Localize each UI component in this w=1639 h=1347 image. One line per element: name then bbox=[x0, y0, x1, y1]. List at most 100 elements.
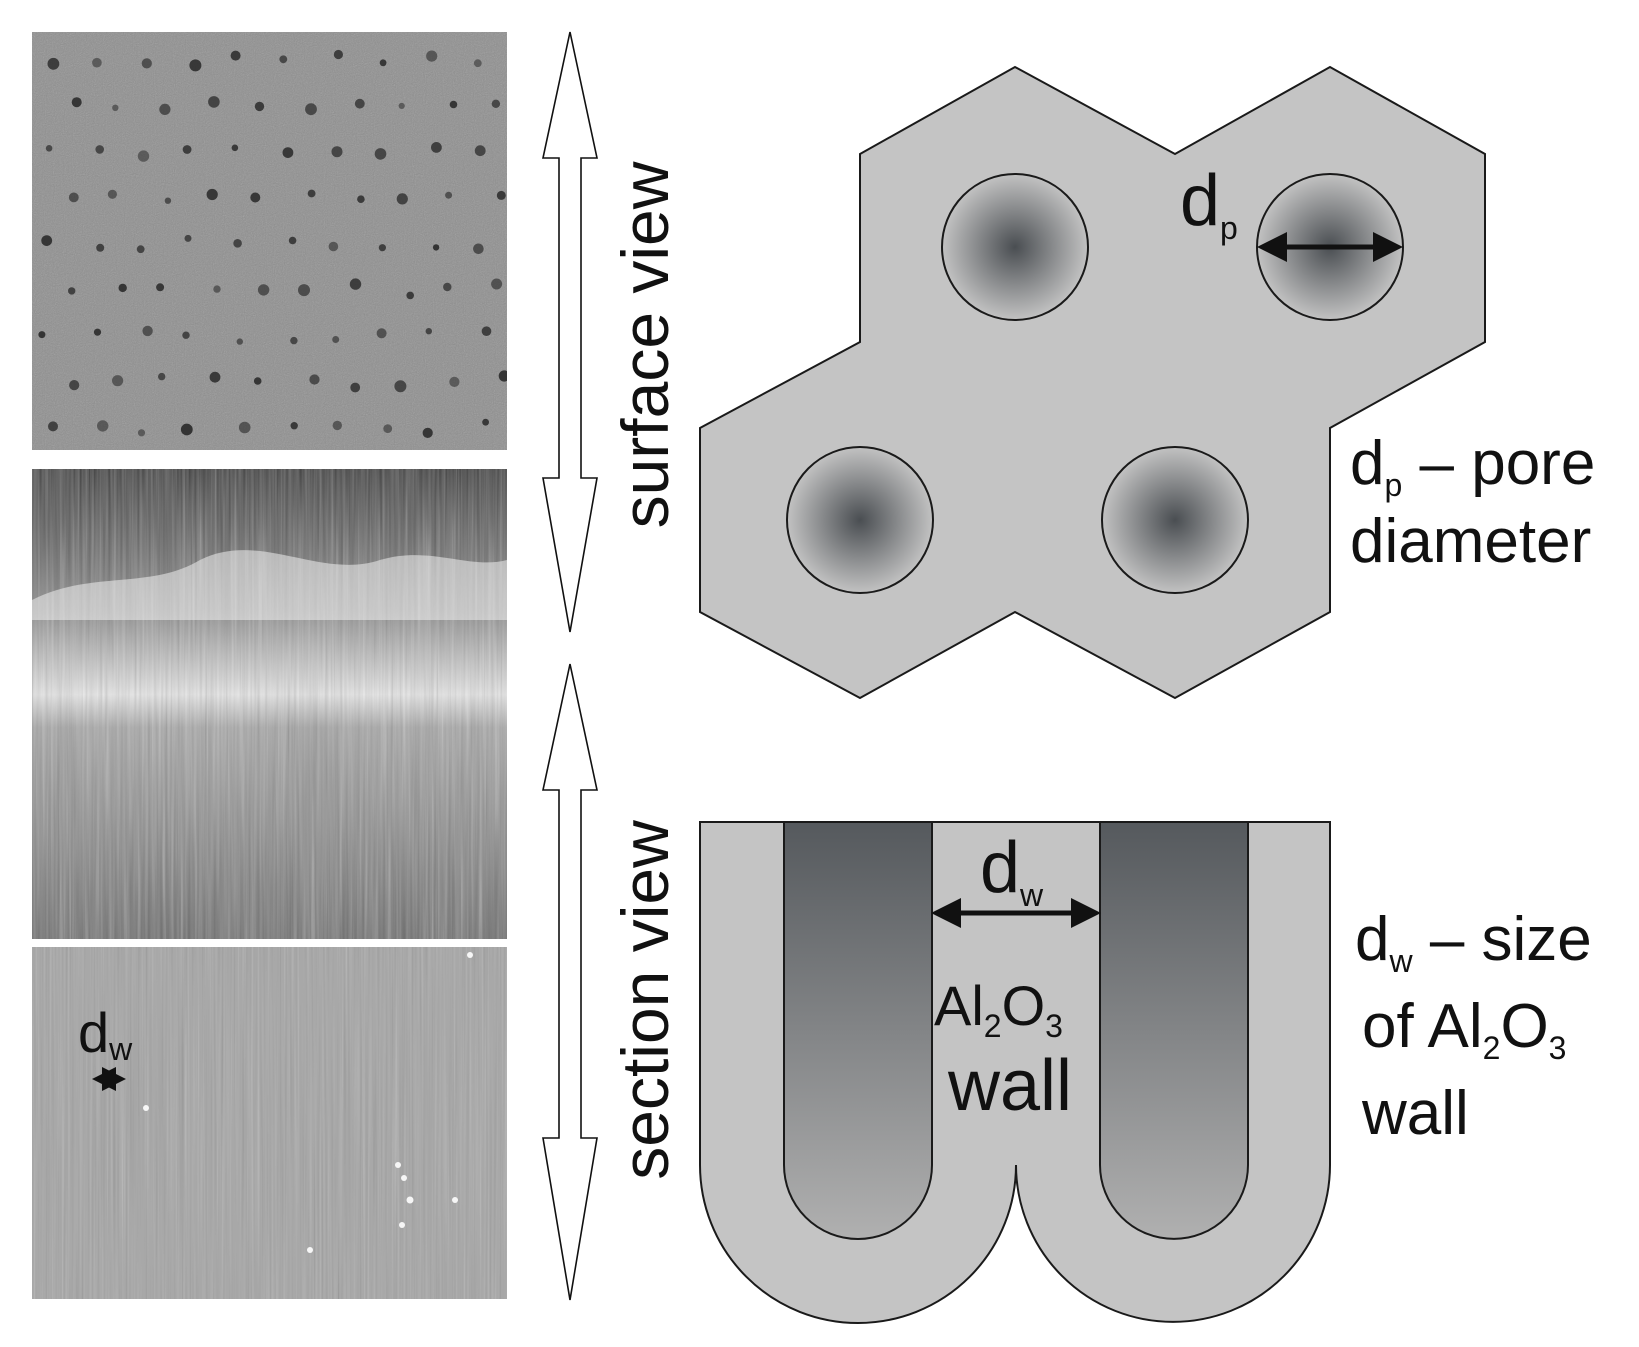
surface-pore-dot bbox=[137, 150, 150, 162]
surface-pore-dot bbox=[136, 245, 145, 254]
surface-pore-dot bbox=[298, 284, 310, 297]
section-view-arrow bbox=[542, 663, 598, 1301]
surface-pore-dot bbox=[394, 380, 407, 393]
surface-pore-dot bbox=[290, 336, 298, 345]
sem-section-image bbox=[32, 469, 507, 939]
surface-pore-dot bbox=[398, 102, 405, 109]
surface-pore-dot bbox=[305, 103, 317, 116]
surface-pore-dot bbox=[432, 244, 440, 251]
surface-pore-dot bbox=[231, 144, 239, 152]
dp-legend-line-1: dp – pore bbox=[1350, 429, 1595, 503]
pore-circle-bottom-left bbox=[786, 446, 934, 594]
surface-pore-dot bbox=[38, 331, 46, 339]
surface-pore-dot bbox=[68, 192, 79, 203]
surface-pore-dot bbox=[208, 96, 220, 108]
surface-pore-dots bbox=[38, 49, 507, 438]
surface-pore-dot bbox=[96, 243, 105, 252]
surface-pore-dot bbox=[156, 283, 165, 292]
surface-pore-dot bbox=[482, 418, 489, 426]
hexagon-cells bbox=[699, 65, 1486, 700]
surface-pore-dot bbox=[184, 234, 192, 242]
sem-surface-image bbox=[32, 32, 507, 450]
pore-circle-top-left bbox=[941, 173, 1089, 321]
surface-pore-dot bbox=[93, 328, 102, 336]
surface-pore-dot bbox=[498, 370, 507, 382]
surface-pore-dot bbox=[68, 287, 76, 295]
surface-pore-dot bbox=[141, 58, 152, 69]
surface-pore-dot bbox=[213, 285, 221, 293]
surface-pore-dot bbox=[426, 50, 438, 62]
section-view-label: section view bbox=[608, 820, 682, 1180]
dw-legend-line-1: dw – size bbox=[1355, 905, 1592, 979]
surface-pore-dot bbox=[396, 193, 408, 205]
surface-pore-dot bbox=[182, 331, 190, 339]
surface-pore-dot bbox=[236, 338, 243, 345]
surface-pore-dot bbox=[107, 189, 117, 199]
surface-pore-dot bbox=[45, 145, 53, 152]
surface-pore-dot bbox=[112, 375, 124, 387]
al2o3-formula-label: Al2O3 bbox=[934, 974, 1063, 1044]
surface-pore-dot bbox=[69, 380, 80, 391]
surface-pore-dot bbox=[309, 374, 320, 385]
surface-pore-dot bbox=[307, 189, 316, 198]
surface-pore-dot bbox=[425, 328, 432, 335]
surface-pore-dot bbox=[112, 104, 119, 112]
surface-pore-dot bbox=[254, 101, 265, 112]
surface-pore-dot bbox=[290, 422, 298, 430]
wall-label: wall bbox=[947, 1046, 1072, 1126]
surface-pore-dot bbox=[481, 326, 492, 337]
surface-pore-dot bbox=[333, 49, 343, 60]
pore-channel-left bbox=[783, 821, 933, 1240]
dw-label: dw bbox=[980, 828, 1044, 913]
surface-pore-dot bbox=[332, 420, 342, 431]
surface-pore-dot bbox=[379, 59, 387, 67]
surface-pore-dot bbox=[48, 421, 58, 432]
surface-pore-dot bbox=[354, 98, 365, 109]
surface-pore-dot bbox=[71, 97, 82, 108]
dp-legend-line-2: diameter bbox=[1350, 507, 1591, 576]
surface-pore-dot bbox=[41, 235, 53, 247]
surface-pore-dot bbox=[496, 190, 506, 200]
surface-pore-dot bbox=[422, 427, 433, 438]
surface-pore-dot bbox=[474, 145, 486, 157]
sem-section-zoom-image: dw bbox=[32, 947, 507, 1299]
surface-pore-dot bbox=[182, 145, 192, 154]
surface-pore-dot bbox=[431, 142, 442, 153]
surface-pore-dot bbox=[332, 336, 340, 343]
surface-pore-dot bbox=[350, 382, 361, 393]
surface-pore-dot bbox=[92, 57, 102, 68]
surface-pore-dot bbox=[376, 328, 387, 339]
surface-pore-dot bbox=[158, 372, 166, 381]
surface-pore-dot bbox=[233, 239, 242, 248]
pore-channel-right bbox=[1099, 821, 1249, 1240]
surface-pore-dot bbox=[491, 278, 503, 290]
surface-pore-dot bbox=[206, 188, 218, 201]
section-channel-diagram: dw Al2O3 wall bbox=[699, 821, 1331, 1324]
surface-pore-dot bbox=[95, 145, 104, 154]
surface-pore-dot bbox=[47, 57, 60, 70]
surface-pore-dot bbox=[142, 325, 153, 337]
surface-pore-dot bbox=[282, 147, 294, 159]
surface-pore-dot bbox=[279, 55, 288, 64]
surface-pore-dot bbox=[250, 192, 261, 203]
surface-pore-dot bbox=[97, 420, 109, 432]
surface-hexagon-diagram: dp bbox=[699, 65, 1486, 700]
surface-pore-dot bbox=[253, 377, 262, 385]
surface-pore-dot bbox=[374, 148, 387, 160]
surface-pore-dot bbox=[238, 421, 251, 434]
surface-pore-dot bbox=[137, 429, 146, 437]
pore-circle-bottom-right bbox=[1101, 446, 1249, 594]
surface-pore-dot bbox=[406, 291, 415, 300]
surface-pore-dot bbox=[159, 103, 171, 115]
surface-pore-dot bbox=[328, 241, 339, 252]
surface-pore-dot bbox=[357, 195, 365, 203]
dw-legend-line-3: wall bbox=[1361, 1079, 1469, 1148]
surface-pore-dot bbox=[445, 191, 453, 199]
surface-pore-dot bbox=[180, 423, 193, 436]
surface-pore-dot bbox=[118, 283, 127, 293]
sem-dw-label: dw bbox=[78, 1001, 133, 1067]
surface-pore-dot bbox=[230, 50, 241, 61]
surface-view-arrow bbox=[542, 31, 598, 633]
surface-pore-dot bbox=[443, 282, 452, 292]
